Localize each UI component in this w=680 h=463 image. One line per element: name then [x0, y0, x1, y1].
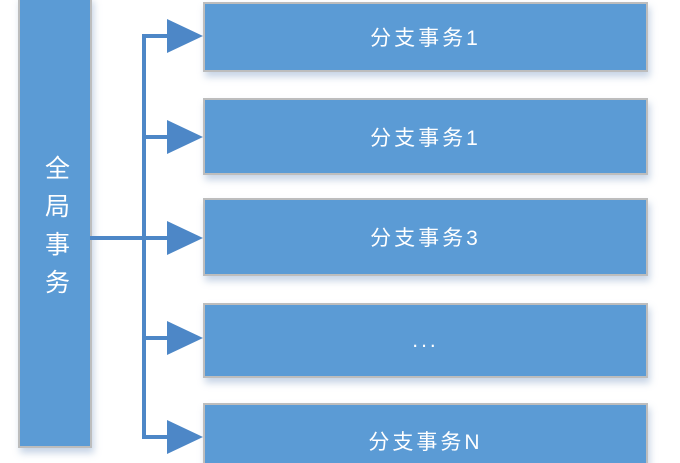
global-transaction-box: 全局事务: [18, 0, 92, 448]
connector-stub-1: [144, 34, 170, 38]
arrowhead-icon-2: [167, 120, 203, 154]
global-transaction-label: 全局事务: [41, 155, 70, 307]
branch-transaction-box-2: 分支事务1: [203, 98, 648, 175]
branch-transaction-box-n: 分支事务N: [203, 403, 648, 463]
branch-transaction-label-1: 分支事务1: [370, 27, 481, 50]
branch-transaction-box-ellipsis: ...: [203, 303, 648, 378]
arrowhead-icon-1: [167, 19, 203, 53]
arrowhead-icon-5: [167, 420, 203, 454]
branch-transaction-label-3: 分支事务3: [370, 227, 481, 250]
branch-transaction-box-1: 分支事务1: [203, 2, 648, 72]
connector-trunk-line: [90, 236, 146, 240]
connector-stub-5: [144, 435, 170, 439]
connector-stub-2: [144, 135, 170, 139]
connector-stub-4: [144, 336, 170, 340]
branch-transaction-label-n: 分支事务N: [368, 430, 483, 454]
branch-transaction-label-ellipsis: ...: [412, 328, 439, 352]
arrowhead-icon-3: [167, 221, 203, 255]
arrowhead-icon-4: [167, 321, 203, 355]
branch-transaction-label-2: 分支事务1: [370, 126, 481, 150]
connector-stub-3: [144, 236, 170, 240]
branch-transaction-box-3: 分支事务3: [203, 198, 648, 276]
